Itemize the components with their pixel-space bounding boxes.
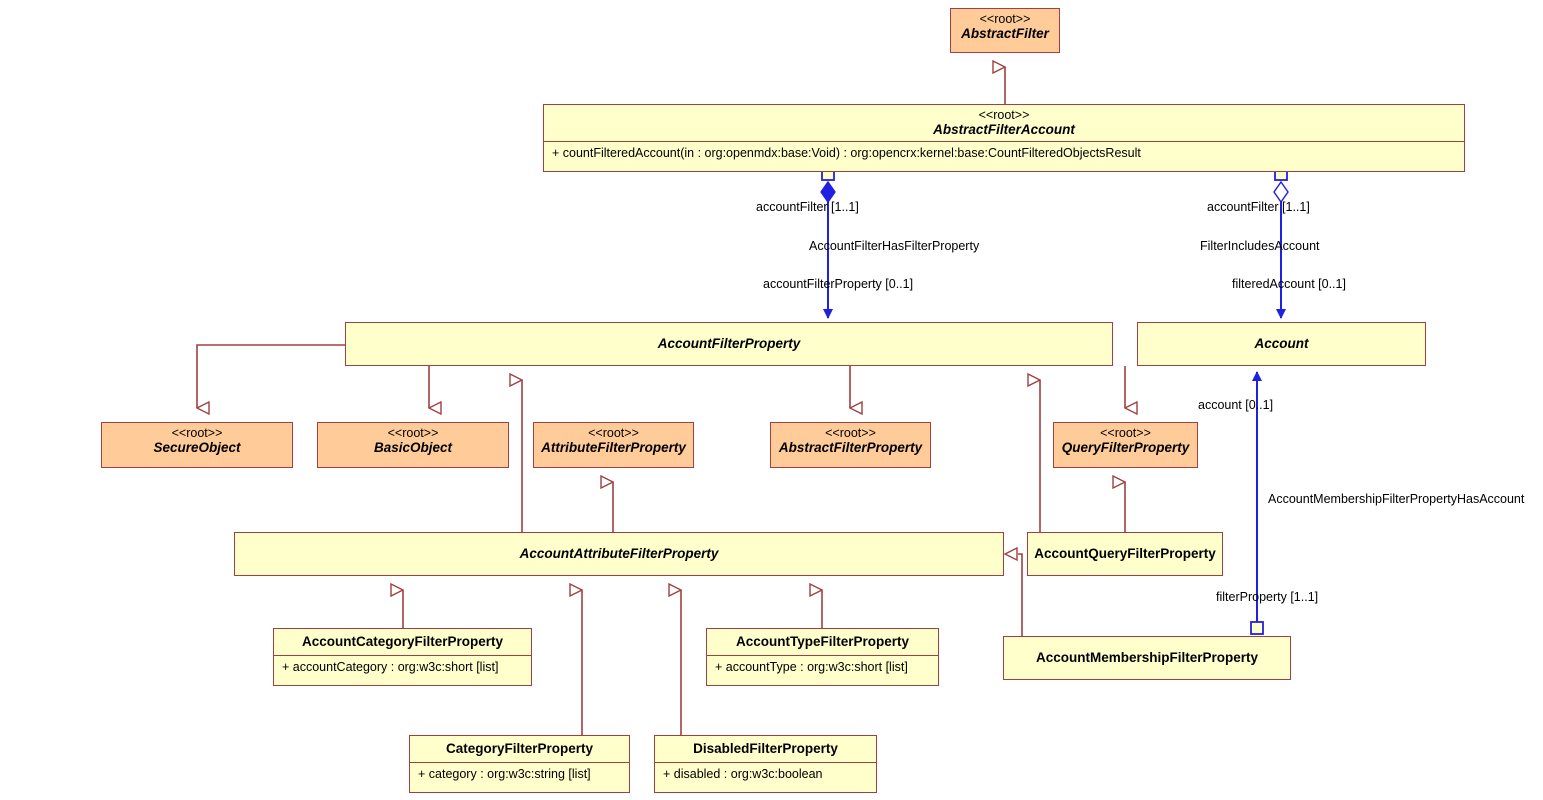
stereotype-label: <<root>> [979, 12, 1031, 26]
association-name-accountmembershipfilterpropertyhasaccount: AccountMembershipFilterPropertyHasAccoun… [1268, 492, 1525, 506]
class-box-attributefilterproperty[interactable]: <<root>> AttributeFilterProperty [533, 422, 694, 468]
class-header: <<root>> AttributeFilterProperty [534, 423, 693, 459]
attribute-row: + accountType : org:w3c:short [list] [715, 660, 908, 674]
class-box-disabledfilterproperty[interactable]: DisabledFilterProperty + disabled : org:… [654, 735, 877, 793]
generalization-accountfilterproperty-to-secureobject [197, 344, 345, 408]
class-name: AccountCategoryFilterProperty [301, 634, 504, 649]
association-name-accountfilterhasfilterproperty: AccountFilterHasFilterProperty [809, 239, 980, 253]
association-end-label-account: account [0..1] [1198, 398, 1274, 412]
attribute-row: + disabled : org:w3c:boolean [663, 767, 823, 781]
class-name: AccountFilterProperty [657, 336, 801, 351]
class-box-queryfilterproperty[interactable]: <<root>> QueryFilterProperty [1053, 422, 1198, 468]
association-end-label-accountfilterproperty: accountFilterProperty [0..1] [763, 277, 914, 291]
compartment-divider [544, 141, 1464, 142]
class-name: AccountTypeFilterProperty [735, 634, 910, 649]
operation-row: + countFilteredAccount(in : org:openmdx:… [552, 146, 1141, 160]
class-box-accounttypefilterproperty[interactable]: AccountTypeFilterProperty + accountType … [706, 628, 939, 686]
compartment-divider [410, 762, 629, 763]
class-box-abstractfilteraccount[interactable]: <<root>> AbstractFilterAccount + countFi… [543, 104, 1465, 172]
class-name: AccountQueryFilterProperty [1034, 546, 1216, 561]
association-end-label-accountfilter-right: accountFilter [1..1] [1207, 200, 1310, 214]
class-box-abstractfilterproperty[interactable]: <<root>> AbstractFilterProperty [770, 422, 931, 468]
class-box-accountattributefilterproperty[interactable]: AccountAttributeFilterProperty [234, 532, 1004, 576]
class-header: CategoryFilterProperty [410, 736, 629, 762]
class-header: AccountCategoryFilterProperty [274, 629, 531, 655]
class-header: AccountTypeFilterProperty [707, 629, 938, 655]
class-header: <<root>> BasicObject [318, 423, 508, 459]
attribute-row: + accountCategory : org:w3c:short [list] [282, 660, 499, 674]
stereotype-label: <<root>> [387, 426, 439, 440]
class-box-account[interactable]: Account [1137, 322, 1426, 366]
class-box-secureobject[interactable]: <<root>> SecureObject [101, 422, 293, 468]
stereotype-label: <<root>> [1100, 426, 1151, 440]
compartment-divider [655, 762, 876, 763]
class-name: AbstractFilterProperty [778, 440, 923, 455]
association-end-label-filterproperty: filterProperty [1..1] [1216, 590, 1319, 604]
association-end-label-filteredaccount: filteredAccount [0..1] [1232, 277, 1346, 291]
class-header: <<root>> AbstractFilter [951, 9, 1059, 45]
class-name: CategoryFilterProperty [445, 741, 594, 756]
class-header: <<root>> SecureObject [102, 423, 292, 459]
class-name: BasicObject [373, 440, 453, 455]
class-box-accountmembershipfilterproperty[interactable]: AccountMembershipFilterProperty [1003, 636, 1291, 680]
compartment-divider [274, 655, 531, 656]
class-box-basicobject[interactable]: <<root>> BasicObject [317, 422, 509, 468]
class-name: AbstractFilter [961, 26, 1049, 41]
compartment-divider [707, 655, 938, 656]
class-name: DisabledFilterProperty [693, 741, 838, 756]
stereotype-label: <<root>> [171, 426, 223, 440]
class-header: <<root>> AbstractFilterProperty [771, 423, 930, 459]
class-box-abstractfilter[interactable]: <<root>> AbstractFilter [950, 8, 1060, 53]
stereotype-label: <<root>> [825, 426, 876, 440]
class-header: DisabledFilterProperty [655, 736, 876, 762]
class-name: AttributeFilterProperty [541, 440, 686, 455]
generalization-accountmembershipfilterproperty-to-accountattributefilterproperty [1003, 546, 1023, 636]
class-box-accountcategoryfilterproperty[interactable]: AccountCategoryFilterProperty + accountC… [273, 628, 532, 686]
class-header: <<root>> QueryFilterProperty [1054, 423, 1197, 459]
attribute-row: + category : org:w3c:string [list] [418, 767, 591, 781]
class-name: AccountMembershipFilterProperty [1035, 650, 1259, 665]
association-end-label-accountfilter-left: accountFilter [1..1] [756, 200, 859, 214]
class-header: <<root>> AbstractFilterAccount [544, 105, 1464, 141]
class-name: AccountAttributeFilterProperty [519, 546, 719, 561]
stereotype-label: <<root>> [978, 108, 1030, 122]
stereotype-label: <<root>> [588, 426, 639, 440]
class-name: Account [1254, 336, 1309, 351]
class-name: AbstractFilterAccount [933, 122, 1075, 137]
class-box-accountqueryfilterproperty[interactable]: AccountQueryFilterProperty [1027, 532, 1223, 576]
class-name: SecureObject [153, 440, 241, 455]
class-box-accountfilterproperty[interactable]: AccountFilterProperty [345, 322, 1113, 366]
class-name: QueryFilterProperty [1061, 440, 1190, 455]
association-name-filterincludesaccount: FilterIncludesAccount [1200, 239, 1320, 253]
class-box-categoryfilterproperty[interactable]: CategoryFilterProperty + category : org:… [409, 735, 630, 793]
